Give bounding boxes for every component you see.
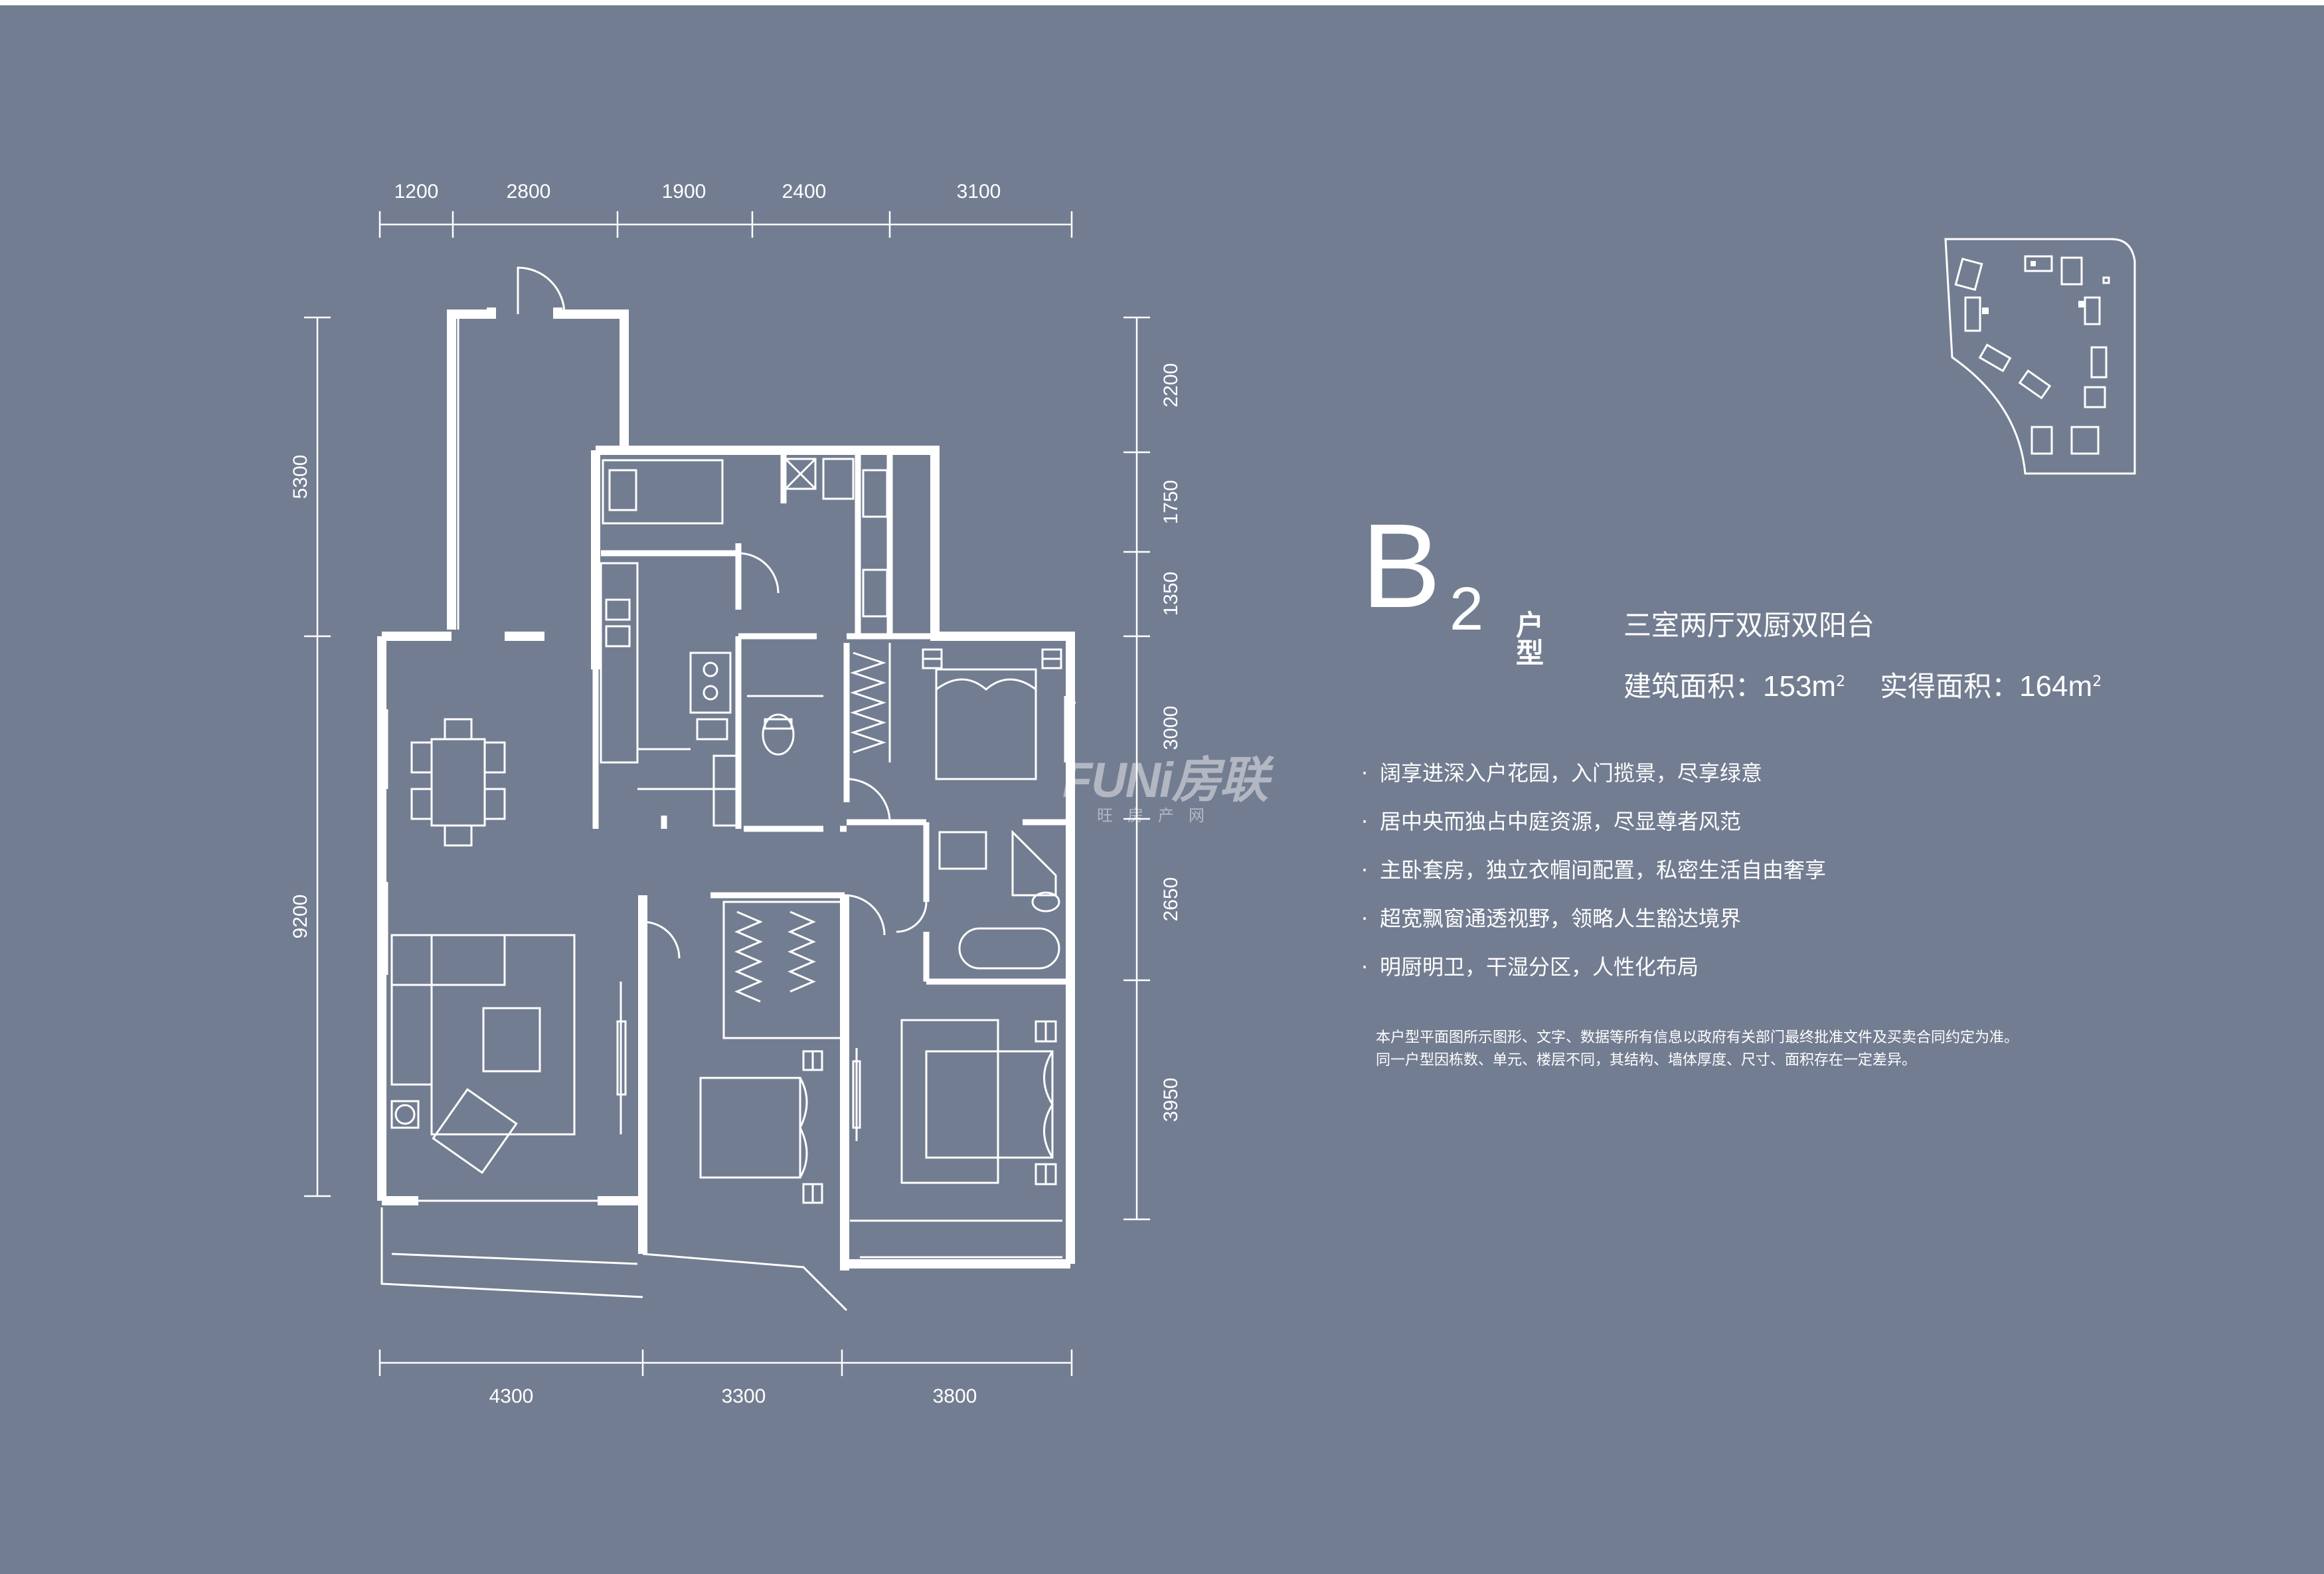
dim-left-1: 5300 bbox=[290, 455, 311, 499]
site-plan-markers bbox=[1982, 261, 2085, 314]
unit-layout-description: 三室两厅双厨双阳台 bbox=[1623, 609, 1875, 642]
dim-right-4: 3000 bbox=[1160, 706, 1182, 750]
dim-right-2: 1750 bbox=[1160, 480, 1182, 525]
dim-top-4: 2400 bbox=[782, 181, 827, 203]
floor-plan-diagram: 1200 2800 1900 2400 3100 4300 3300 3800 bbox=[290, 181, 2136, 1407]
dim-bottom-3: 3800 bbox=[933, 1385, 977, 1407]
building-area-value: 153m bbox=[1763, 670, 1837, 703]
dim-top-1: 1200 bbox=[394, 181, 439, 203]
dim-right-1: 2200 bbox=[1160, 363, 1182, 408]
actual-area-unit-sup: 2 bbox=[2092, 673, 2102, 690]
dim-right-5: 2650 bbox=[1160, 877, 1182, 922]
watermark-main: FUNi房联 bbox=[1062, 752, 1269, 808]
actual-area-value: 164m bbox=[2019, 670, 2093, 703]
left-dimension-line bbox=[304, 316, 331, 1197]
feature-item: ·超宽飘窗通透视野，领略人生豁达境界 bbox=[1361, 906, 1742, 931]
disclaimer-line-1: 本户型平面图所示图形、文字、数据等所有信息以政府有关部门最终批准文件及买卖合同约… bbox=[1376, 1029, 2019, 1046]
interior-walls bbox=[592, 450, 1070, 1187]
building-area-unit-sup: 2 bbox=[1836, 673, 1846, 690]
feature-item: ·主卧套房，独立衣帽间配置，私密生活自由奢享 bbox=[1361, 857, 1827, 883]
building-area-label: 建筑面积： bbox=[1623, 670, 1764, 703]
background-panel: 1200 2800 1900 2400 3100 4300 3300 3800 bbox=[0, 5, 2324, 1574]
dim-bottom-1: 4300 bbox=[489, 1385, 534, 1407]
actual-area-label: 实得面积： bbox=[1880, 670, 2020, 703]
unit-type-number: 2 bbox=[1450, 575, 1484, 643]
feature-list: ·阔享进深入户花园，入门揽景，尽享绿意 ·居中央而独占中庭资源，尽显尊者风范 ·… bbox=[1361, 762, 1826, 1005]
feature-item: ·居中央而独占中庭资源，尽显尊者风范 bbox=[1361, 809, 1742, 834]
feature-item: ·阔享进深入户花园，入门揽景，尽享绿意 bbox=[1361, 760, 1763, 786]
top-dimension-line bbox=[378, 211, 1073, 238]
dim-left-2: 9200 bbox=[290, 895, 311, 939]
fixture-lines bbox=[380, 266, 1076, 1312]
right-dimension-line bbox=[1123, 316, 1150, 1221]
dim-top-3: 1900 bbox=[662, 181, 706, 203]
dim-right-6: 3950 bbox=[1160, 1078, 1182, 1122]
bottom-dimension-line bbox=[378, 1350, 1073, 1376]
unit-type-letter: B bbox=[1361, 499, 1441, 633]
watermark-sub: 旺房产网 bbox=[1097, 806, 1219, 825]
watermark-logo: FUNi房联 旺房产网 bbox=[1062, 752, 1269, 826]
dim-bottom-2: 3300 bbox=[722, 1385, 766, 1407]
dim-top-2: 2800 bbox=[507, 181, 551, 203]
site-plan-icon bbox=[1944, 238, 2136, 475]
dim-right-3: 1350 bbox=[1160, 572, 1182, 616]
unit-type-label: 户型 bbox=[1516, 609, 1544, 669]
feature-item: ·明厨明卫，干湿分区，人性化布局 bbox=[1361, 954, 1699, 980]
disclaimer: 本户型平面图所示图形、文字、数据等所有信息以政府有关部门最终批准文件及买卖合同约… bbox=[1376, 1027, 2019, 1072]
disclaimer-line-2: 同一户型因栋数、单元、楼层不同，其结构、墙体厚度、尺寸、面积存在一定差异。 bbox=[1376, 1052, 1917, 1069]
dim-top-5: 3100 bbox=[957, 181, 1001, 203]
